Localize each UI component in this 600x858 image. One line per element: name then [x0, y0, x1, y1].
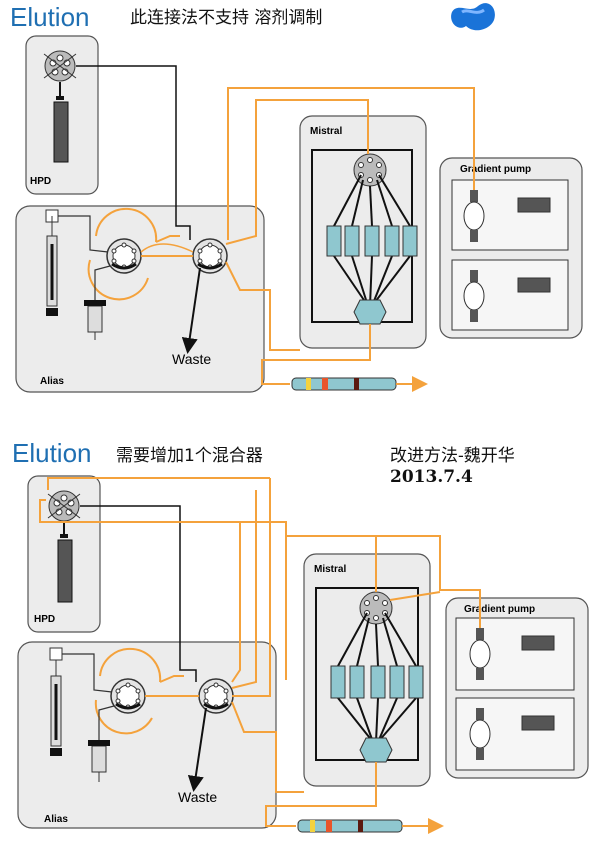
bottom-mistral-label: Mistral [314, 564, 346, 575]
bottom-note: 需要增加1个混合器 [116, 446, 263, 466]
top-note: 此连接法不支持 溶剂调制 [130, 8, 323, 28]
bottom-gradient-pump-label: Gradient pump [464, 604, 535, 615]
mistral-outlet-icon [353, 299, 387, 325]
top-waste-label: Waste [172, 351, 211, 367]
alias-pump-icon [87, 305, 103, 333]
mistral-valve-icon [353, 153, 387, 187]
bottom-heading: Elution [12, 438, 92, 468]
improvement-credit: 改进方法-魏开华 2013.7.4 [390, 446, 515, 489]
blob-icon [451, 3, 495, 31]
bottom-waste-label: Waste [178, 789, 217, 805]
top-alias-label: Alias [40, 376, 64, 387]
top-hpd-label: HPD [30, 176, 51, 187]
output-column-icon [291, 377, 397, 391]
bottom-diagram: HPD Waste Alias Mistral [17, 475, 589, 834]
top-mistral-label: Mistral [310, 126, 342, 137]
alias-valve-2-icon [192, 238, 228, 274]
improvement-text: 改进方法-魏开华 [390, 446, 515, 466]
bottom-hpd-label: HPD [34, 614, 55, 625]
mistral-columns [326, 225, 418, 257]
bottom-alias-label: Alias [44, 814, 68, 825]
alias-valve-1-icon [87, 207, 158, 301]
improvement-date: 2013.7.4 [390, 467, 473, 488]
top-gradient-pump-label: Gradient pump [460, 164, 531, 175]
top-diagram: HPD Waste Alias [15, 35, 583, 393]
pump-head-icon [463, 190, 551, 242]
hpd-column-icon [53, 101, 69, 163]
top-heading: Elution [10, 2, 90, 32]
mistral-panel [299, 115, 427, 349]
hpd-valve-icon [43, 50, 77, 82]
